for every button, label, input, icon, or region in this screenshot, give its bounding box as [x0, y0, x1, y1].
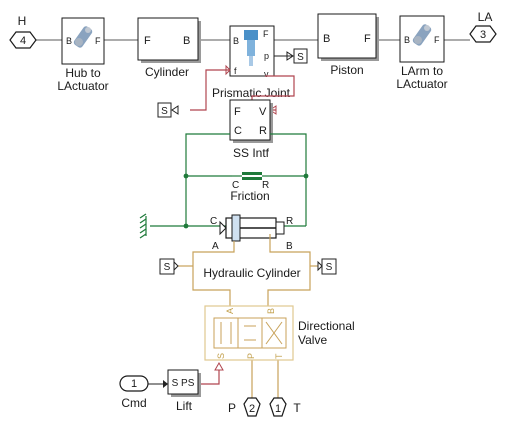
scope-tag-pj[interactable]: S	[293, 48, 308, 64]
piston-name: Piston	[330, 63, 363, 77]
ss-name: SS Intf	[233, 146, 270, 160]
port-p-label: P	[228, 401, 236, 415]
outport-la[interactable]: 3 LA	[469, 10, 497, 43]
rigid-transform-icon	[73, 26, 93, 48]
scope-tag-hyd-right[interactable]: S	[321, 258, 337, 275]
mechanical-connections	[150, 133, 307, 227]
scope-tag-hyd-right-label: S	[326, 262, 333, 273]
outport-la-label: LA	[478, 10, 493, 24]
cylinder-port-b: B	[183, 35, 190, 47]
block-larm-to-lactuator[interactable]: B F LArm to LActuator	[396, 15, 448, 91]
block-piston[interactable]: B F Piston	[317, 13, 379, 77]
ss-port-f: F	[234, 106, 241, 118]
hc-port-a: A	[212, 241, 219, 252]
port-t-label: T	[293, 401, 301, 415]
outport-h-label: H	[18, 14, 27, 28]
connection-port-p[interactable]: 2 P	[228, 397, 261, 417]
block-lift[interactable]: S PS Lift	[167, 369, 201, 413]
pj-port-ff: f	[234, 66, 237, 76]
ss-port-c: C	[234, 125, 242, 137]
block-prismatic-joint[interactable]: B F p v f Prismatic Joint	[212, 25, 291, 100]
scope-tag-ssintf[interactable]: S	[157, 102, 172, 118]
piston-port-f: F	[364, 33, 371, 45]
larm-name-1: LArm to	[401, 64, 443, 78]
hub-port-b: B	[66, 36, 72, 46]
dv-port-s: S	[216, 353, 226, 359]
hc-port-c: C	[210, 216, 217, 227]
dv-name-1: Directional	[298, 319, 355, 333]
hc-port-b: B	[286, 241, 293, 252]
pj-port-p: p	[264, 51, 269, 61]
block-cylinder[interactable]: F B Cylinder	[137, 17, 201, 79]
larm-port-b: B	[404, 35, 410, 45]
scope-tag-pj-label: S	[297, 52, 304, 63]
outport-h-number: 4	[20, 35, 26, 47]
hc-port-r: R	[286, 216, 293, 227]
ss-port-v: V	[259, 106, 267, 118]
lift-text: S PS	[172, 378, 195, 389]
mechanical-reference-icon[interactable]	[139, 213, 147, 239]
cylinder-name: Cylinder	[145, 65, 189, 79]
port-p-number: 2	[249, 403, 255, 415]
dv-port-b: B	[266, 308, 276, 314]
pj-name: Prismatic Joint	[212, 86, 291, 100]
scope-tag-ssintf-label: S	[161, 106, 168, 117]
dv-port-p: P	[246, 353, 256, 359]
inport-cmd-number: 1	[131, 378, 137, 390]
larm-port-f: F	[434, 35, 440, 45]
dv-port-a: A	[225, 308, 235, 314]
dv-port-t: T	[274, 353, 284, 359]
block-directional-valve[interactable]: A B S P T Directional Valve	[204, 305, 355, 361]
block-ss-intf[interactable]: F V C R SS Intf	[229, 99, 273, 160]
scope-tag-hyd-left-label: S	[164, 262, 171, 273]
hydraulic-connections	[178, 234, 318, 398]
friction-name: Friction	[230, 189, 269, 203]
pj-port-f: F	[263, 29, 269, 39]
block-hydraulic-cylinder[interactable]: C R A B Hydraulic Cylinder	[203, 214, 301, 280]
larm-name-2: LActuator	[396, 77, 447, 91]
phys-signal-lift	[198, 370, 220, 385]
friction-port-c: C	[232, 180, 239, 191]
block-hub-to-lactuator[interactable]: B F Hub to LActuator	[57, 17, 109, 93]
cylinder-port-f: F	[144, 35, 151, 47]
outport-h[interactable]: 4 H	[9, 14, 37, 49]
hub-name-2: LActuator	[57, 79, 108, 93]
inport-cmd[interactable]: 1 Cmd	[119, 375, 149, 410]
piston-port-b: B	[323, 33, 330, 45]
connection-port-t[interactable]: 1 T	[269, 397, 301, 417]
lift-name: Lift	[176, 399, 193, 413]
prismatic-joint-icon	[244, 30, 258, 66]
outport-la-number: 3	[480, 29, 486, 41]
block-friction[interactable]: C R Friction	[230, 172, 270, 203]
scope-tag-hyd-left[interactable]: S	[159, 258, 175, 275]
hub-name-1: Hub to	[65, 66, 101, 80]
hub-port-f: F	[95, 36, 101, 46]
hc-name: Hydraulic Cylinder	[203, 266, 300, 280]
friction-port-r: R	[262, 180, 269, 191]
dv-name-2: Valve	[298, 333, 327, 347]
port-t-number: 1	[275, 403, 281, 415]
pj-port-b: B	[233, 36, 239, 46]
rigid-transform-icon	[412, 24, 432, 46]
pj-port-v: v	[264, 69, 269, 79]
ss-port-r: R	[259, 125, 267, 137]
inport-cmd-label: Cmd	[121, 396, 146, 410]
